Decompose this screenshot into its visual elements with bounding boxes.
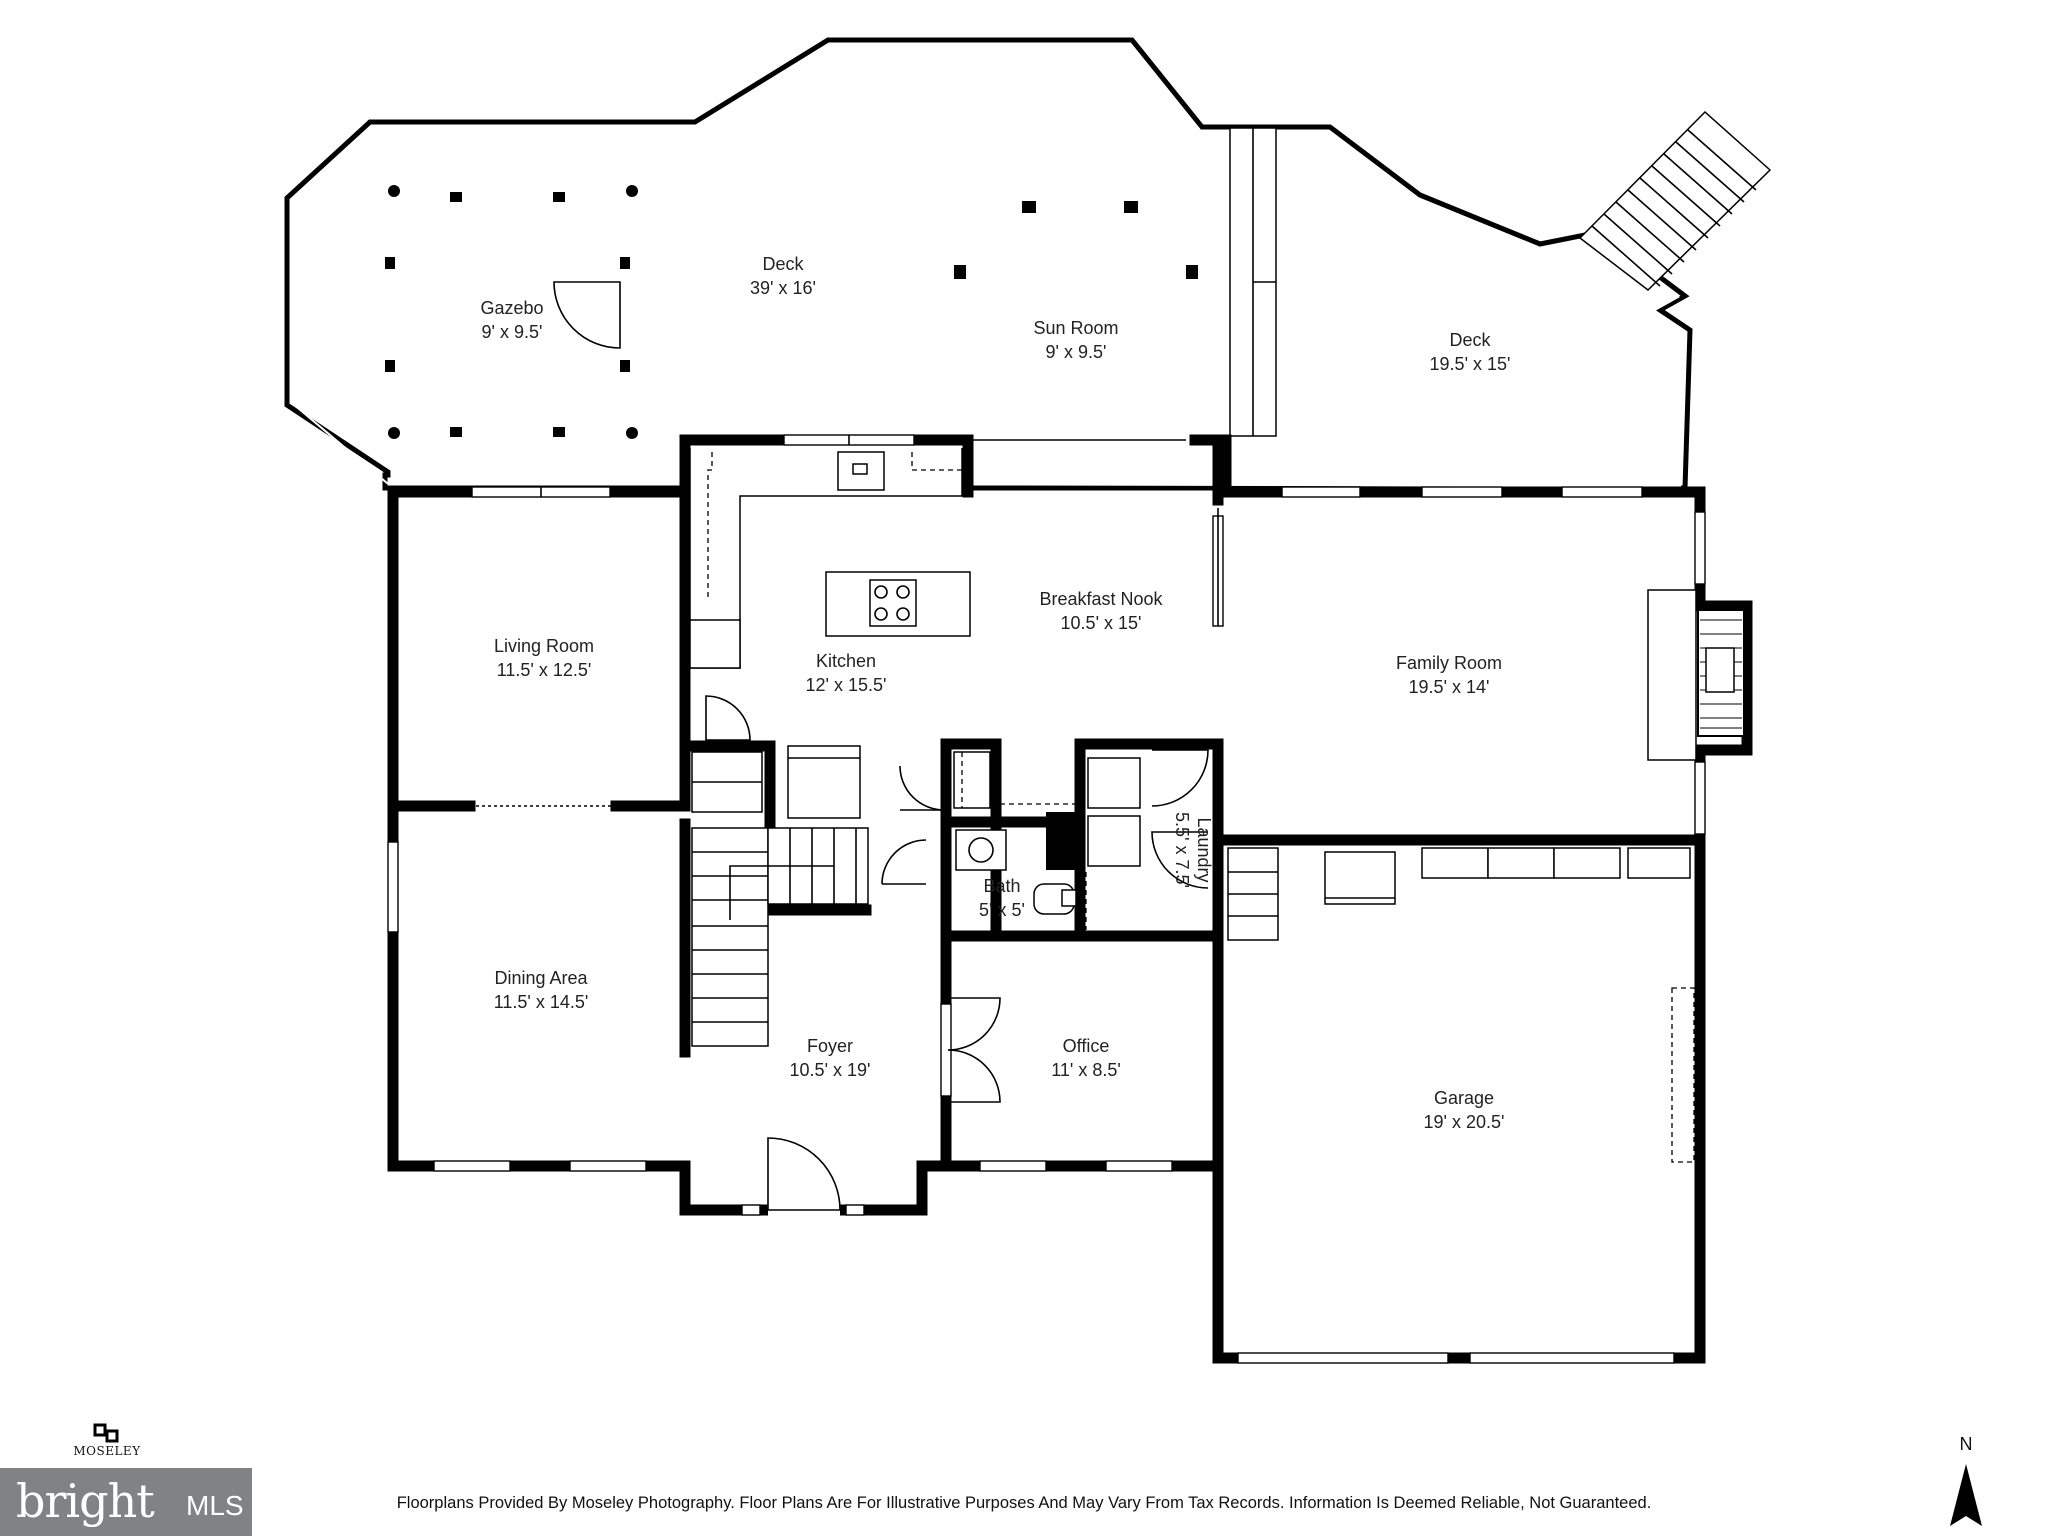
deck-bench <box>1229 127 1277 437</box>
laundry-dims: 5.5' x 7.5' <box>1172 812 1192 888</box>
disclaimer-text: Floorplans Provided By Moseley Photograp… <box>396 1494 1652 1512</box>
family-room-dims: 19.5' x 14' <box>1409 677 1490 697</box>
garage-dims: 19' x 20.5' <box>1424 1112 1505 1132</box>
moseley-wordmark: MOSELEY <box>73 1444 141 1458</box>
foyer-name: Foyer <box>807 1036 853 1056</box>
family-room-name: Family Room <box>1396 653 1502 673</box>
office-name: Office <box>1063 1036 1110 1056</box>
dining-area-dims: 11.5' x 14.5' <box>494 992 589 1012</box>
deck-east-dims: 19.5' x 15' <box>1430 354 1511 374</box>
mls-wordmark: MLS <box>186 1490 244 1521</box>
office-dims: 11' x 8.5' <box>1051 1060 1121 1080</box>
dining-area-name: Dining Area <box>494 968 588 988</box>
sun-room <box>954 201 1198 441</box>
deck-east-name: Deck <box>1449 330 1491 350</box>
deck-stairs <box>1578 110 1772 291</box>
bath-fixtures <box>953 751 1141 930</box>
laundry-name: Laundry <box>1194 817 1214 882</box>
windows <box>387 434 1706 1364</box>
sun-room-name: Sun Room <box>1033 318 1118 338</box>
moseley-mark-icon <box>93 1423 119 1443</box>
bath-dims: 5' x 5' <box>979 900 1025 920</box>
deck-main-dims: 39' x 16' <box>750 278 816 298</box>
north-arrow-icon <box>1950 1464 1982 1526</box>
kitchen-counters <box>689 448 971 819</box>
kitchen-name: Kitchen <box>816 651 876 671</box>
doors <box>470 508 1219 1220</box>
sun-room-dims: 9' x 9.5' <box>1046 342 1107 362</box>
north-compass: N <box>1948 1434 1984 1534</box>
interior-stairs <box>691 751 869 1047</box>
bright-wordmark: bright <box>16 1474 155 1528</box>
breakfast-nook-name: Breakfast Nook <box>1039 589 1163 609</box>
garage-name: Garage <box>1434 1088 1494 1108</box>
gazebo <box>385 185 638 439</box>
fireplace <box>1647 589 1745 761</box>
moseley-logo: MOSELEY <box>62 1422 152 1470</box>
living-room-dims: 11.5' x 12.5' <box>497 660 592 680</box>
room-labels: Deck 39' x 16' Gazebo 9' x 9.5' Sun Room… <box>480 254 1510 1132</box>
gazebo-name: Gazebo <box>480 298 543 318</box>
bright-mls-badge: bright MLS <box>0 1468 252 1536</box>
deck-main-name: Deck <box>762 254 804 274</box>
garage-fixtures <box>1227 847 1695 1163</box>
foyer-dims: 10.5' x 19' <box>790 1060 871 1080</box>
gazebo-dims: 9' x 9.5' <box>482 322 543 342</box>
bath-name: Bath <box>983 876 1020 896</box>
kitchen-dims: 12' x 15.5' <box>806 675 887 695</box>
north-label: N <box>1959 1434 1973 1454</box>
living-room-name: Living Room <box>494 636 594 656</box>
breakfast-nook-dims: 10.5' x 15' <box>1061 613 1142 633</box>
